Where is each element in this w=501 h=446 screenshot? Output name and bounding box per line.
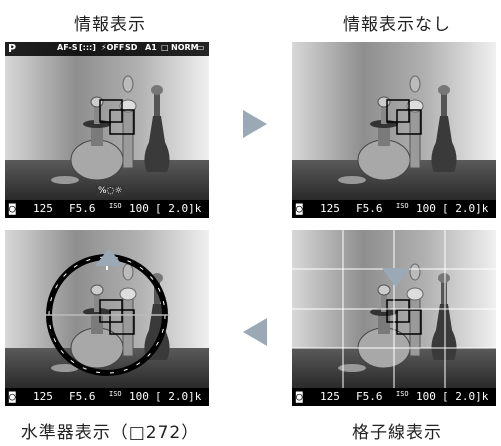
- bottom-info-bar: ◙ 125 F5.6 ISO 100 [ 2.0]k: [292, 200, 496, 218]
- bottom-info-bar: ◙ 125 F5.6 ISO 100 [ 2.0]k: [5, 200, 209, 218]
- focus-point: [99, 99, 123, 123]
- panel-grid-display: ◙ 125 F5.6 ISO 100 [ 2.0]k: [292, 230, 496, 406]
- exposure-count: [ 2.0]k: [155, 390, 202, 403]
- focus-point: [386, 299, 410, 323]
- metering-icon: ◙: [296, 390, 303, 403]
- iso-value: 100: [416, 390, 436, 403]
- aperture: F5.6: [69, 202, 96, 215]
- af-mode: AF-S: [57, 43, 78, 52]
- adl-setting: A1: [145, 43, 157, 52]
- caption-no-info-display: 情報表示なし: [343, 15, 451, 35]
- flash-off-icon: ⚡OFF: [101, 43, 125, 52]
- shutter-speed: 125: [320, 390, 340, 403]
- panel-info-display: P AF-S [:::] ⚡OFF SD A1 □ NORM ▭ %◌☼ ◙ 1…: [5, 42, 209, 218]
- exposure-count: [ 2.0]k: [442, 390, 489, 403]
- viewfinder-scene: [5, 42, 209, 200]
- exposure-mode: P: [8, 42, 17, 55]
- bottom-info-bar: ◙ 125 F5.6 ISO 100 [ 2.0]k: [292, 388, 496, 406]
- shutter-speed: 125: [33, 390, 53, 403]
- iso-label: ISO: [109, 390, 122, 398]
- caption-grid-display: 格子線表示: [352, 423, 442, 443]
- aperture: F5.6: [356, 390, 383, 403]
- panel-no-info-display: ◙ 125 F5.6 ISO 100 [ 2.0]k: [292, 42, 496, 218]
- top-info-bar: P AF-S [:::] ⚡OFF SD A1 □ NORM ▭: [5, 42, 209, 56]
- arrow-left-icon: [243, 318, 267, 346]
- viewfinder-scene: [292, 42, 496, 200]
- exposure-count: [ 2.0]k: [155, 202, 202, 215]
- card-sd: SD: [125, 43, 138, 52]
- bottom-info-bar: ◙ 125 F5.6 ISO 100 [ 2.0]k: [5, 388, 209, 406]
- release-mode-icon: □: [161, 43, 169, 52]
- shutter-speed: 125: [33, 202, 53, 215]
- image-size-icon: ▭: [197, 43, 205, 52]
- focus-point: [99, 299, 123, 323]
- aperture: F5.6: [356, 202, 383, 215]
- arrow-down-icon: [382, 268, 410, 288]
- arrow-right-icon: [243, 110, 267, 138]
- caption-level-display: 水準器表示（□272）: [20, 423, 200, 443]
- af-area-icon: [:::]: [79, 43, 96, 52]
- iso-value: 100: [129, 202, 149, 215]
- image-quality: NORM: [171, 43, 199, 52]
- exposure-count: [ 2.0]k: [442, 202, 489, 215]
- viewfinder-scene: [292, 230, 496, 388]
- framing-grid: [292, 230, 496, 388]
- focus-point: [386, 99, 410, 123]
- metering-icon: ◙: [296, 202, 303, 215]
- aperture: F5.6: [69, 390, 96, 403]
- iso-label: ISO: [109, 202, 122, 210]
- metering-icon: ◙: [9, 390, 16, 403]
- shutter-speed: 125: [320, 202, 340, 215]
- iso-value: 100: [129, 390, 149, 403]
- iso-label: ISO: [396, 390, 409, 398]
- iso-value: 100: [416, 202, 436, 215]
- metering-icon: ◙: [9, 202, 16, 215]
- iso-label: ISO: [396, 202, 409, 210]
- white-balance-icons: %◌☼: [96, 186, 125, 196]
- caption-info-display: 情報表示: [74, 15, 146, 35]
- arrow-up-icon: [95, 248, 123, 266]
